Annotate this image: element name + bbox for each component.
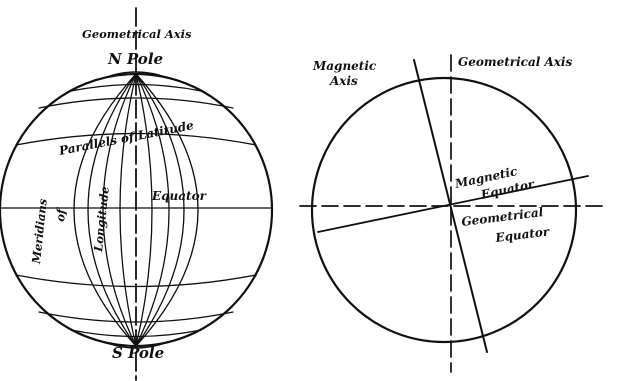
equator-label: Equator <box>151 189 208 203</box>
meridian-line <box>136 74 184 346</box>
south-pole-label: S Pole <box>112 344 164 362</box>
north-pole-label: N Pole <box>107 50 163 68</box>
meridians-label-3: Longitude <box>91 186 112 254</box>
geometrical-equator-label-2: Equator <box>494 224 552 245</box>
meridians-label-2: of <box>53 206 68 222</box>
magnetic-axis-label-1: Magnetic <box>312 59 377 73</box>
magnetic-figure: Magnetic Axis Geometrical Axis Magnetic … <box>300 55 608 372</box>
geometrical-equator-label-1: Geometrical <box>461 205 545 229</box>
geometrical-axis-label: Geometrical Axis <box>458 55 572 69</box>
meridian-line <box>136 74 152 346</box>
globe-axis-label: Geometrical Axis <box>82 27 192 41</box>
meridian-line <box>120 74 136 346</box>
meridian-line <box>136 74 198 346</box>
magnetic-equator-line <box>318 176 588 232</box>
magnetic-axis-label-2: Axis <box>329 74 358 88</box>
globe-figure: Geometrical Axis N Pole S Pole Parallels… <box>0 8 272 380</box>
